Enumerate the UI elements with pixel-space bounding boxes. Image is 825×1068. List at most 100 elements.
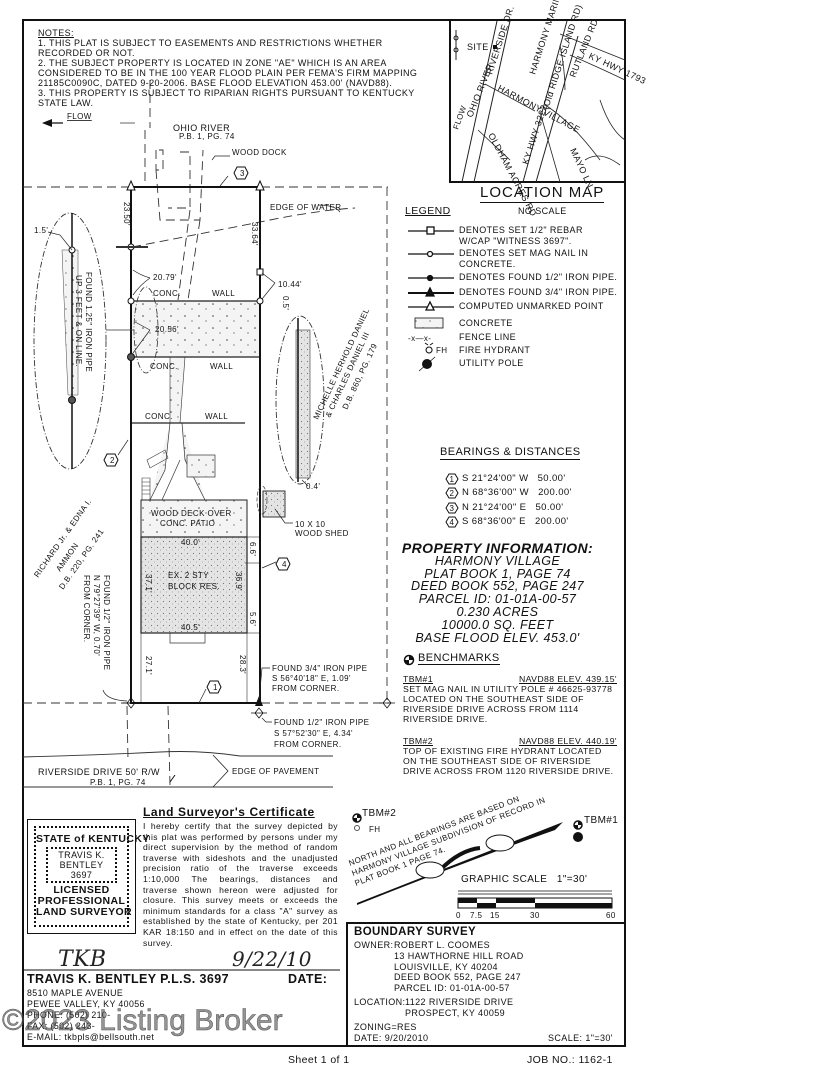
signature: TKB <box>58 947 107 972</box>
svg-text:TBM#1: TBM#1 <box>584 815 618 826</box>
svg-text:10.44': 10.44' <box>278 280 302 289</box>
svg-text:33.64': 33.64' <box>250 222 259 246</box>
road-label: RIVERSIDE DRIVE 50' R/W <box>38 767 160 777</box>
svg-text:EDGE OF PAVEMENT: EDGE OF PAVEMENT <box>232 767 319 776</box>
mag-nail-icon <box>426 250 434 258</box>
svg-text:FOUND 3/4" IRON PIPE: FOUND 3/4" IRON PIPE <box>272 664 367 673</box>
surveyor-name: TRAVIS K. BENTLEY P.L.S. 3697 <box>27 972 229 986</box>
surveyor-city: PEWEE VALLEY, KY 40056 <box>27 999 145 1009</box>
surveyor-phone: PHONE: (502) 210- <box>27 1010 111 1020</box>
bearing-hexagons <box>445 473 459 528</box>
svg-text:0.5': 0.5' <box>281 296 290 310</box>
location-map-scale: NO SCALE <box>518 206 567 216</box>
zoning: ZONING=RES <box>354 1022 417 1032</box>
svg-text:WALL: WALL <box>205 412 228 421</box>
legend-item-hydrant: FIRE HYDRANT <box>459 345 531 355</box>
fence-line-icon: -x—x- <box>408 334 431 343</box>
svg-text:20.79': 20.79' <box>153 273 177 282</box>
svg-text:5.6': 5.6' <box>248 612 257 626</box>
sheet-number: Sheet 1 of 1 <box>288 1054 350 1066</box>
svg-text:CONC.: CONC. <box>150 362 178 371</box>
property-information: PROPERTY INFORMATION: HARMONY VILLAGE PL… <box>401 540 594 645</box>
svg-text:FROM CORNER.: FROM CORNER. <box>82 575 91 642</box>
watermark: ©2023 Listing Broker <box>2 1004 283 1038</box>
property-boundary <box>130 186 261 704</box>
svg-text:FOUND 1/2" IRON PIPE: FOUND 1/2" IRON PIPE <box>102 575 111 670</box>
svg-text:37.1': 37.1' <box>144 574 153 593</box>
svg-text:FOUND 1.25" IRON PIPE: FOUND 1.25" IRON PIPE <box>84 272 93 372</box>
tbm1-marker <box>573 820 583 842</box>
river-label: OHIO RIVER <box>173 123 230 133</box>
legend-item-utility-pole: UTILITY POLE <box>459 358 524 368</box>
svg-text:2: 2 <box>110 456 115 465</box>
svg-text:7.5: 7.5 <box>470 911 482 920</box>
svg-text:FH: FH <box>369 825 380 834</box>
svg-text:FROM CORNER.: FROM CORNER. <box>272 684 339 693</box>
svg-text:0: 0 <box>456 911 461 920</box>
bearing-row: N 21°24'00" E 50.00' <box>462 502 564 513</box>
svg-text:23.50': 23.50' <box>122 202 131 226</box>
svg-text:FH: FH <box>436 346 447 355</box>
svg-text:BLOCK RES.: BLOCK RES. <box>168 582 220 591</box>
note-line: 21185C0090C, DATED 9-20-2006. BASE FLOOD… <box>38 78 393 88</box>
bearing-row: N 68°36'00" W 200.00' <box>462 487 572 498</box>
svg-text:FROM CORNER.: FROM CORNER. <box>274 740 341 749</box>
svg-text:10 X 10: 10 X 10 <box>295 520 326 529</box>
svg-text:27.1': 27.1' <box>144 656 153 675</box>
svg-text:0.4': 0.4' <box>306 482 320 491</box>
note-line: STATE LAW. <box>38 98 94 108</box>
rebar-square-icon <box>426 226 435 235</box>
legend-title: LEGEND <box>405 205 451 217</box>
svg-text:P.B. 1, PG. 74: P.B. 1, PG. 74 <box>179 132 235 141</box>
survey-scale: SCALE: 1"=30' <box>548 1033 613 1043</box>
svg-text:20.56': 20.56' <box>155 325 179 334</box>
graphic-scale <box>457 890 613 909</box>
note-line: 3. THIS PROPERTY IS SUBJECT TO RIPARIAN … <box>38 88 415 98</box>
wood-shed <box>262 490 286 518</box>
svg-text:CONC.: CONC. <box>145 412 173 421</box>
bearing-row: S 21°24'00" W 50.00' <box>462 473 566 484</box>
survey-date: DATE: 9/20/2010 <box>354 1033 429 1043</box>
site-label: SITE <box>467 42 489 52</box>
legend-item-half-pipe: DENOTES FOUND 1/2" IRON PIPE. <box>459 272 618 282</box>
signature-date: 9/22/10 <box>232 947 312 971</box>
certificate-title: Land Surveyor's Certificate <box>143 805 315 819</box>
svg-text:2: 2 <box>450 489 455 498</box>
svg-text:S 56°40'18" E, 1.09': S 56°40'18" E, 1.09' <box>272 674 351 683</box>
svg-text:4: 4 <box>282 560 287 569</box>
svg-text:N 79°27'39" W, 0.70': N 79°27'39" W, 0.70' <box>92 575 101 656</box>
svg-text:15: 15 <box>490 911 500 920</box>
svg-text:P.B. 1, PG. 74: P.B. 1, PG. 74 <box>90 778 146 787</box>
legend-item-concrete: CONCRETE <box>459 318 513 328</box>
svg-text:40.5': 40.5' <box>181 623 200 632</box>
benchmark-icon <box>403 654 415 666</box>
date-label: DATE: <box>288 972 328 986</box>
boundary-survey-title: BOUNDARY SURVEY <box>354 926 477 938</box>
note-line: RECORDED OR NOT. <box>38 48 135 58</box>
flow-label: FLOW <box>67 112 92 121</box>
svg-text:UP 3 FEET & ON LINE.: UP 3 FEET & ON LINE. <box>74 275 83 367</box>
svg-text:WALL: WALL <box>210 362 233 371</box>
notes: NOTES: 1. THIS PLAT IS SUBJECT TO EASEME… <box>38 28 418 108</box>
svg-text:40.0': 40.0' <box>181 538 200 547</box>
tbm2-marker <box>352 813 362 831</box>
svg-text:WOOD DOCK: WOOD DOCK <box>232 148 287 157</box>
job-number: JOB NO.: 1162-1 <box>527 1054 613 1066</box>
house-footprint <box>140 536 248 634</box>
bearing-row: S 68°36'00" E 200.00' <box>462 516 569 527</box>
svg-text:60: 60 <box>606 911 616 920</box>
legend-item-unmarked-point: COMPUTED UNMARKED POINT <box>459 301 604 311</box>
svg-text:FOUND 1/2" IRON PIPE: FOUND 1/2" IRON PIPE <box>274 718 369 727</box>
location-map-title: LOCATION MAP <box>480 184 605 203</box>
legend-symbols <box>408 226 454 372</box>
legend-item-fence: FENCE LINE <box>459 332 517 342</box>
svg-text:WOOD SHED: WOOD SHED <box>295 529 349 538</box>
benchmarks-title: BENCHMARKS <box>418 652 500 665</box>
svg-text:3: 3 <box>240 169 245 178</box>
north-arrow <box>357 822 563 905</box>
svg-text:28.3': 28.3' <box>238 655 247 674</box>
